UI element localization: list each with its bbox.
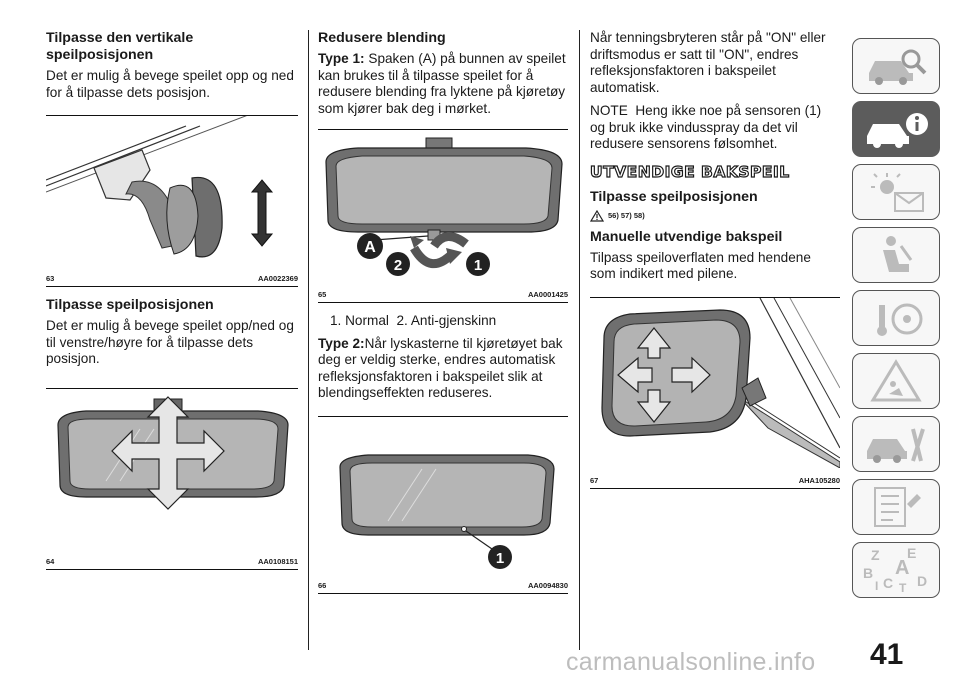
figure-number: 65: [318, 290, 327, 299]
index-letter: A: [895, 557, 910, 579]
index-letter: C: [883, 575, 894, 591]
car-search-icon: [869, 49, 927, 85]
figure-67: 67 AHA105280: [590, 296, 840, 489]
index-letter: Z: [871, 547, 880, 563]
label-sensor-1: 1: [496, 550, 504, 567]
tab-checklist[interactable]: [852, 479, 940, 535]
heading-manual-exterior-mirrors: Manuelle utvendige bakspeil: [590, 228, 783, 245]
tab-steering-key[interactable]: [852, 290, 940, 346]
legend-normal-anti-glare: 1. Normal 2. Anti-gjenskinn: [330, 313, 497, 328]
tab-airbag-seat[interactable]: [852, 227, 940, 283]
airbag-seat-icon: [883, 236, 913, 272]
figure-code: AA0108151: [257, 556, 298, 566]
figure-number: 63: [46, 274, 55, 283]
figure-65: A 2 1 65 AA0001425: [318, 129, 568, 303]
watermark: carmanualsonline.info: [566, 648, 816, 676]
column-divider: [579, 30, 580, 650]
car-info-icon: [867, 113, 928, 148]
column-2: Redusere blending Type 1: Spaken (A) på …: [318, 30, 568, 604]
car-tools-icon: [867, 428, 925, 463]
figure-code: AA0094830: [527, 580, 568, 590]
figure-number: 64: [46, 556, 55, 566]
heading-vertical-adjust: Tilpasse den vertikale speilposisjonen: [46, 30, 194, 63]
figure-code: AA0001425: [527, 290, 568, 299]
tab-lights-mail[interactable]: [852, 164, 940, 220]
warning-triangle-icon: [870, 359, 922, 402]
column-divider: [308, 30, 309, 650]
figure-66: 1 66 AA0094830: [318, 415, 568, 594]
warning-triangle-icon: [590, 209, 604, 222]
paragraph-note-sensor: NOTE Heng ikke noe på sensoren (1) og br…: [590, 103, 825, 151]
tab-car-info[interactable]: [852, 101, 940, 157]
mirror-lever-illustration: A 2 1: [325, 137, 563, 276]
heading-mirror-position: Tilpasse speilposisjonen: [46, 297, 214, 313]
heading-adjust-mirror: Tilpasse speilposisjonen: [590, 188, 758, 205]
figure-64: 64 AA0108151: [46, 387, 298, 570]
index-letter: D: [917, 573, 928, 589]
paragraph-type1: Type 1: Spaken (A) på bunnen av speilet …: [318, 51, 566, 116]
page-number: 41: [870, 638, 904, 671]
tab-warning-triangle[interactable]: [852, 353, 940, 409]
exterior-mirror-arrows-illustration: [601, 297, 840, 468]
index-letter: E: [907, 545, 917, 561]
steering-key-icon: [877, 303, 923, 336]
paragraph-manual-adjust: Tilpass speiloverflaten med hendene som …: [590, 249, 811, 282]
heading-reduce-glare: Redusere blending: [318, 30, 446, 46]
label-2: 2: [394, 257, 402, 274]
label-a: A: [364, 239, 376, 256]
column-1: Tilpasse den vertikale speilposisjonen D…: [46, 30, 298, 580]
label-1: 1: [474, 257, 482, 274]
paragraph-mirror-position: Det er mulig å bevege speilet opp/ned og…: [46, 318, 294, 366]
lights-mail-icon: [871, 173, 924, 212]
index-letter: B: [863, 565, 874, 581]
index-letter: T: [899, 581, 907, 595]
chapter-sidebar: Z E B A C D T I: [852, 38, 942, 605]
tab-car-search[interactable]: [852, 38, 940, 94]
rearview-mirror-arrows-illustration: [57, 395, 289, 510]
tab-car-tools[interactable]: [852, 416, 940, 472]
figure-number: 66: [318, 580, 327, 590]
mirror-mount-illustration: [46, 116, 274, 258]
figure-code: AA0022369: [257, 274, 298, 283]
paragraph-vertical-adjust: Det er mulig å bevege speilet opp og ned…: [46, 68, 294, 100]
figure-code: AHA105280: [798, 475, 840, 485]
index-letter: I: [875, 579, 879, 593]
checklist-icon: [874, 487, 921, 527]
paragraph-type2: Type 2:Når lyskasterne til kjøretøyet ba…: [318, 335, 563, 401]
auto-dimming-mirror-illustration: 1: [339, 453, 555, 569]
warning-references: 56) 57) 58): [590, 209, 840, 222]
figure-number: 67: [590, 475, 599, 485]
tab-index-letters[interactable]: Z E B A C D T I: [852, 542, 940, 598]
paragraph-ignition-on: Når tenningsbryteren står på "ON" eller …: [590, 30, 826, 95]
section-heading-exterior-mirrors: UTVENDIGE BAKSPEIL: [589, 162, 790, 181]
column-3: Når tenningsbryteren står på "ON" eller …: [589, 30, 840, 499]
figure-63: 63 AA0022369: [46, 115, 298, 287]
